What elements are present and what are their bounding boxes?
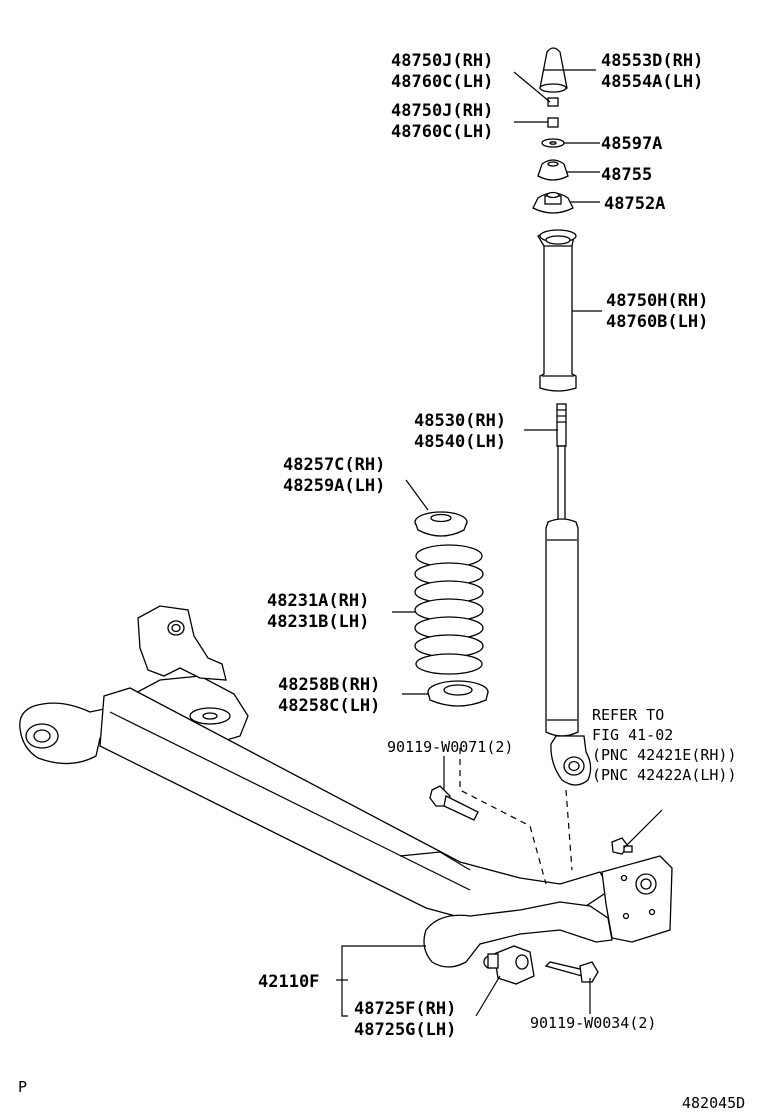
label-refer-line-2: FIG 41-02 <box>592 726 673 744</box>
nut-upper-part <box>547 97 559 107</box>
shock-absorber-part <box>545 403 592 786</box>
lower-insulator-part <box>427 680 489 707</box>
label-insulator-upper-lh: 48259A(LH) <box>283 476 385 496</box>
label-insulator-lower-lh: 48258C(LH) <box>278 696 380 716</box>
label-bushing-lh: 48725G(LH) <box>354 1020 456 1040</box>
label-nut-lower-rh: 48750J(RH) <box>391 101 493 121</box>
cushion-part <box>537 159 569 181</box>
coil-spring-part <box>414 544 484 675</box>
lower-bolt-part <box>544 961 599 983</box>
label-insulator-lower-rh: 48258B(RH) <box>278 675 380 695</box>
label-dust-cover-lh: 48760B(LH) <box>606 312 708 332</box>
alignment-lines <box>459 748 573 885</box>
label-refer-line-4: (PNC 42422A(LH)) <box>592 766 737 784</box>
corner-letter: P <box>18 1078 27 1096</box>
leader-lines <box>336 69 663 1017</box>
label-bushing-rh: 48725F(RH) <box>354 999 456 1019</box>
label-nut-lower-lh: 48760C(LH) <box>391 122 493 142</box>
label-bound-stopper-lh: 48554A(LH) <box>601 72 703 92</box>
label-coil-spring-lh: 48231B(LH) <box>267 612 369 632</box>
support-part <box>532 191 574 214</box>
label-absorber-lh: 48540(LH) <box>414 432 506 452</box>
label-absorber-rh: 48530(RH) <box>414 411 506 431</box>
label-nut-upper-rh: 48750J(RH) <box>391 51 493 71</box>
label-beam: 42110F <box>258 972 319 992</box>
nut-lower-part <box>547 117 559 128</box>
label-cushion: 48755 <box>601 165 652 185</box>
label-washer: 48597A <box>601 134 662 154</box>
label-nut-upper-lh: 48760C(LH) <box>391 72 493 92</box>
label-bolt-upper: 90119-W0071(2) <box>387 738 513 756</box>
label-insulator-upper-rh: 48257C(RH) <box>283 455 385 475</box>
small-bolt-part <box>611 837 633 855</box>
label-refer-line-1: REFER TO <box>592 706 664 724</box>
label-bolt-lower: 90119-W0034(2) <box>530 1014 656 1032</box>
label-coil-spring-rh: 48231A(RH) <box>267 591 369 611</box>
bushing-part <box>483 945 535 985</box>
label-refer-line-3: (PNC 42421E(RH)) <box>592 746 737 764</box>
label-support: 48752A <box>604 194 665 214</box>
label-dust-cover-rh: 48750H(RH) <box>606 291 708 311</box>
axle-beam-part <box>19 605 673 968</box>
washer-part <box>541 138 565 148</box>
upper-bolt-part <box>429 785 479 821</box>
upper-insulator-part <box>414 511 468 537</box>
label-bound-stopper-rh: 48553D(RH) <box>601 51 703 71</box>
dust-cover-part <box>537 229 577 392</box>
figure-id: 482045D <box>682 1094 745 1112</box>
